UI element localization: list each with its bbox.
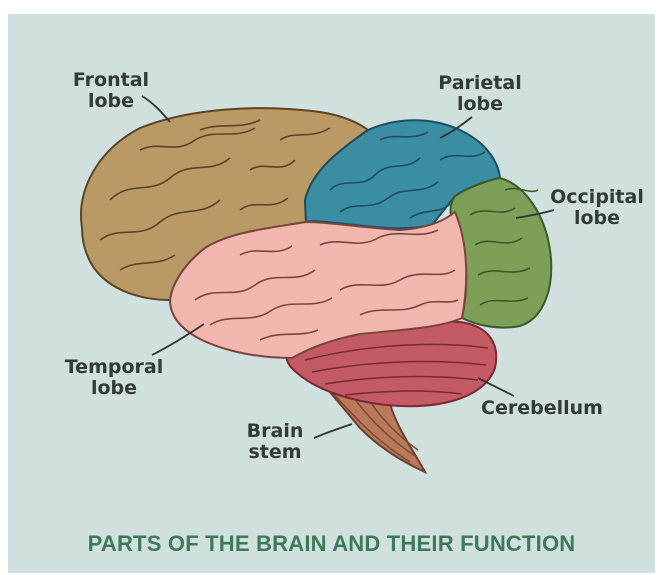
- diagram-title: PARTS OF THE BRAIN AND THEIR FUNCTION: [8, 531, 655, 557]
- parietal-lobe-label: Parietal lobe: [430, 73, 530, 115]
- brain-stem-label: Brain stem: [240, 421, 310, 463]
- cerebellum-label: Cerebellum: [472, 398, 612, 419]
- temporal-lobe-label: Temporal lobe: [58, 357, 170, 399]
- occipital-lobe-label: Occipital lobe: [544, 187, 650, 229]
- frontal-lobe-label: Frontal lobe: [66, 70, 156, 112]
- cerebellum-leader: [478, 378, 514, 396]
- temporal-leader: [152, 324, 204, 355]
- brainstem-leader: [314, 424, 352, 438]
